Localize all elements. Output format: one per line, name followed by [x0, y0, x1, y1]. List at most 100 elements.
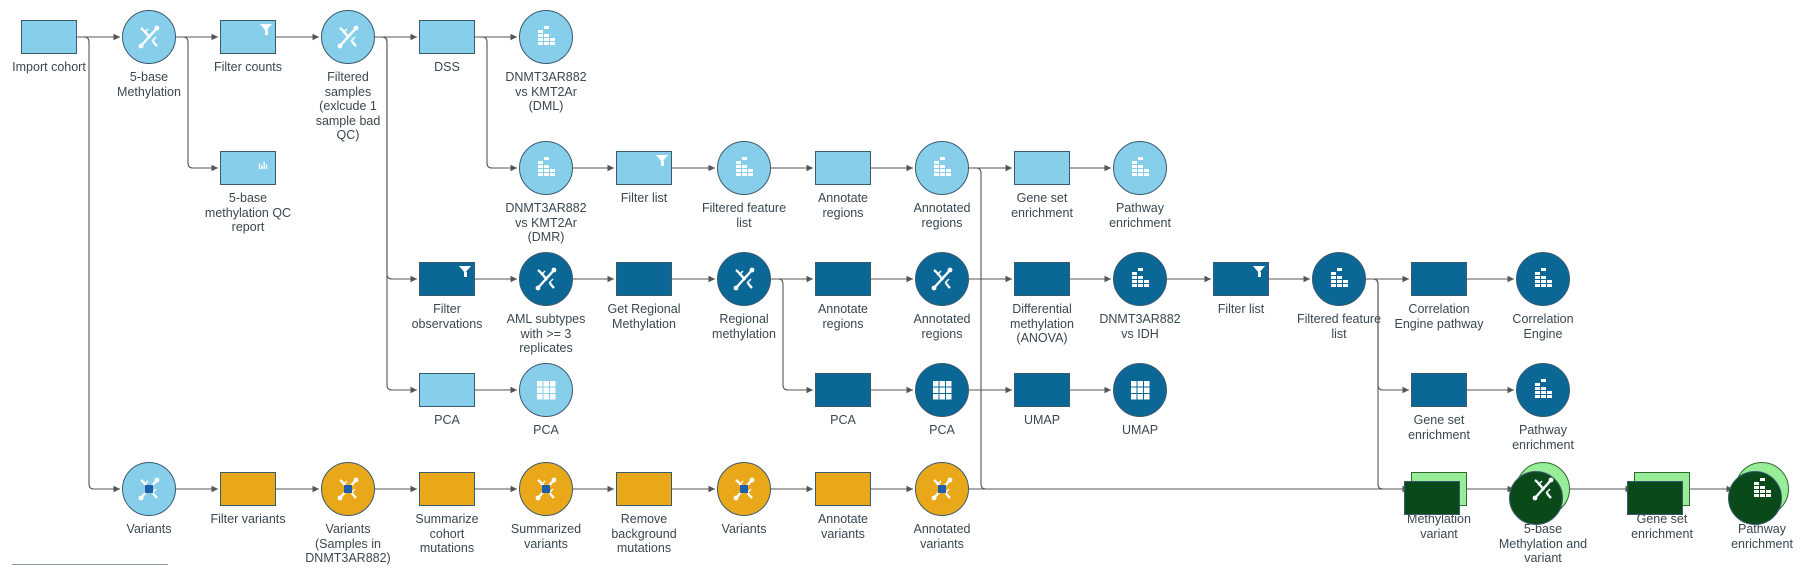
node-annregd1[interactable]: Annotated regions	[887, 126, 997, 236]
node-gse1[interactable]: Gene set enrichment	[987, 126, 1097, 236]
node-regmeth[interactable]: Regional methylation	[689, 237, 799, 347]
node-umap[interactable]: UMAP	[987, 348, 1097, 458]
node-idh[interactable]: DNMT3AR882 vs IDH	[1085, 237, 1195, 347]
node-pe3[interactable]: Pathway enrichment	[1707, 447, 1813, 557]
data-node-circle[interactable]	[519, 141, 573, 195]
node-summvar[interactable]: Summarized variants	[491, 447, 601, 557]
node-aml[interactable]: AML subtypes with >= 3 replicates	[491, 237, 601, 355]
data-node-circle[interactable]	[519, 252, 573, 306]
node-methvar[interactable]: Methylation variant	[1384, 447, 1494, 557]
data-node-circle[interactable]	[321, 10, 375, 64]
node-ffl2[interactable]: Filtered feature list	[1284, 237, 1394, 347]
node-corrpath[interactable]: Correlation Engine pathway	[1384, 237, 1494, 347]
node-summcoh[interactable]: Summarize cohort mutations	[392, 447, 502, 557]
data-node-circle[interactable]	[1113, 363, 1167, 417]
task-node-box[interactable]	[21, 20, 77, 54]
task-node-box[interactable]	[220, 20, 276, 54]
node-getreg[interactable]: Get Regional Methylation	[589, 237, 699, 347]
data-node-circle[interactable]	[717, 252, 771, 306]
task-node-box[interactable]	[1014, 262, 1070, 296]
task-node-box[interactable]	[1014, 151, 1070, 185]
task-node-box[interactable]	[815, 151, 871, 185]
node-label: PCA	[929, 423, 955, 437]
node-filtsamples[interactable]: Filtered samples (exlcude 1 sample bad Q…	[293, 0, 403, 142]
node-filtervar[interactable]: Filter variants	[193, 447, 303, 557]
node-annregd2[interactable]: Annotated regions	[887, 237, 997, 347]
node-qcreport[interactable]: 5-base methylation QC report	[193, 126, 303, 236]
data-node-circle[interactable]	[915, 252, 969, 306]
node-label: Pathway enrichment	[1731, 522, 1793, 551]
node-varsamp[interactable]: Variants (Samples in DNMT3AR882)	[293, 447, 403, 565]
node-import[interactable]: Import cohort	[0, 0, 104, 105]
task-node-box[interactable]	[1404, 472, 1467, 515]
data-node-circle[interactable]	[915, 462, 969, 516]
node-meth5[interactable]: 5-base Methylation	[94, 0, 204, 105]
data-node-circle[interactable]	[122, 462, 176, 516]
data-node-circle[interactable]	[122, 10, 176, 64]
task-node-box[interactable]	[1411, 373, 1467, 407]
node-gse3[interactable]: Gene set enrichment	[1607, 447, 1717, 557]
node-annvar[interactable]: Annotate variants	[788, 447, 898, 557]
task-node-box[interactable]	[815, 262, 871, 296]
task-node-box[interactable]	[220, 472, 276, 506]
horizontal-scrollbar[interactable]	[12, 564, 168, 565]
node-ffl1[interactable]: Filtered feature list	[689, 126, 799, 236]
data-node-circle[interactable]	[1509, 462, 1570, 525]
node-umapd[interactable]: UMAP	[1085, 348, 1195, 458]
node-pca2[interactable]: PCA	[788, 348, 898, 458]
node-gse2[interactable]: Gene set enrichment	[1384, 348, 1494, 458]
task-node-box[interactable]	[616, 151, 672, 185]
data-node-circle[interactable]	[321, 462, 375, 516]
task-node-box[interactable]	[1213, 262, 1269, 296]
node-dmr[interactable]: DNMT3AR882 vs KMT2Ar (DMR)	[491, 126, 601, 244]
node-pcad1[interactable]: PCA	[491, 348, 601, 458]
node-annvard[interactable]: Annotated variants	[887, 447, 997, 557]
node-pca1[interactable]: PCA	[392, 348, 502, 458]
node-pe2[interactable]: Pathway enrichment	[1488, 348, 1598, 458]
node-rembg[interactable]: Remove background mutations	[589, 447, 699, 557]
node-anova[interactable]: Differential methylation (ANOVA)	[987, 237, 1097, 347]
node-filterlist1[interactable]: Filter list	[589, 126, 699, 236]
data-node-circle[interactable]	[519, 363, 573, 417]
task-node-box[interactable]	[616, 262, 672, 296]
data-node-circle[interactable]	[1113, 252, 1167, 306]
data-node-circle[interactable]	[717, 141, 771, 195]
task-node-box[interactable]	[1014, 373, 1070, 407]
node-dss[interactable]: DSS	[392, 0, 502, 105]
task-node-box[interactable]	[1411, 262, 1467, 296]
task-node-box[interactable]	[419, 262, 475, 296]
data-node-circle[interactable]	[1312, 252, 1366, 306]
data-node-circle[interactable]	[717, 462, 771, 516]
data-node-circle[interactable]	[519, 462, 573, 516]
task-node-box[interactable]	[419, 373, 475, 407]
task-node-box[interactable]	[616, 472, 672, 506]
data-node-circle[interactable]	[1516, 363, 1570, 417]
node-variants0[interactable]: Variants	[94, 447, 204, 557]
node-label: Summarize cohort mutations	[415, 512, 479, 555]
data-node-circle[interactable]	[1113, 141, 1167, 195]
node-dml[interactable]: DNMT3AR882 vs KMT2Ar (DML)	[491, 0, 601, 113]
node-meth5var[interactable]: 5-base Methylation and variant	[1488, 447, 1598, 565]
task-node-box[interactable]	[419, 20, 475, 54]
task-node-box[interactable]	[1627, 472, 1690, 515]
task-node-box[interactable]	[220, 151, 276, 185]
data-node-circle[interactable]	[1728, 462, 1789, 525]
node-filtercounts[interactable]: Filter counts	[193, 0, 303, 105]
task-node-box[interactable]	[419, 472, 475, 506]
data-node-circle[interactable]	[915, 141, 969, 195]
data-node-circle[interactable]	[915, 363, 969, 417]
data-node-circle[interactable]	[519, 10, 573, 64]
node-corr[interactable]: Correlation Engine	[1488, 237, 1598, 347]
node-filterlist2[interactable]: Filter list	[1186, 237, 1296, 347]
data-node-circle[interactable]	[1516, 252, 1570, 306]
task-node-box[interactable]	[815, 373, 871, 407]
node-variants2[interactable]: Variants	[689, 447, 799, 557]
dna-icon	[927, 264, 957, 294]
node-pcad2[interactable]: PCA	[887, 348, 997, 458]
task-node-box[interactable]	[815, 472, 871, 506]
node-filterobs[interactable]: Filter observations	[392, 237, 502, 347]
node-pe1[interactable]: Pathway enrichment	[1085, 126, 1195, 236]
node-label: Annotated regions	[913, 312, 971, 341]
node-annreg1[interactable]: Annotate regions	[788, 126, 898, 236]
node-annreg2[interactable]: Annotate regions	[788, 237, 898, 347]
